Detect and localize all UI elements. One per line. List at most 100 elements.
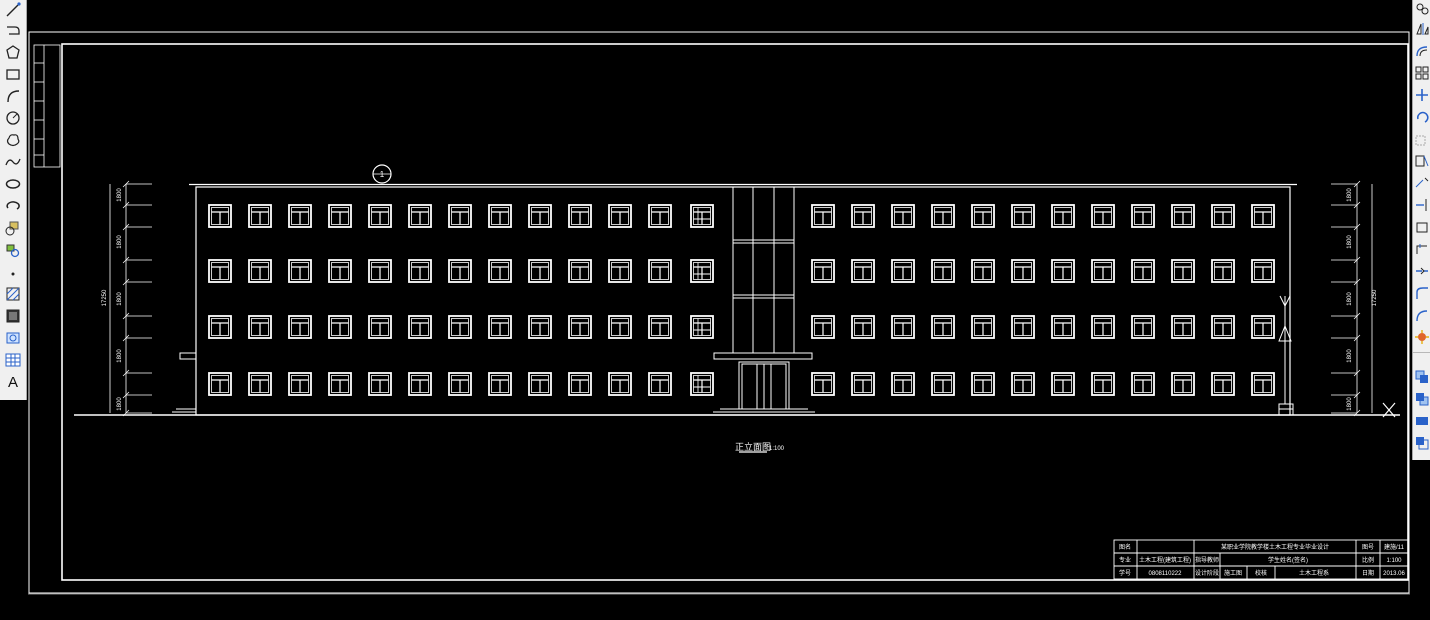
fillet-icon[interactable] <box>1414 284 1430 302</box>
revision-cloud-icon[interactable] <box>3 130 23 150</box>
line-icon[interactable] <box>3 0 23 20</box>
tb-r3-c7: 日期 <box>1362 569 1374 577</box>
window <box>690 372 714 396</box>
title-block: 图名 某职业学院教学楼土木工程专业毕业设计 图号 建施/11 专业 土木工程(建… <box>1113 539 1409 580</box>
toolbar-separator <box>1413 352 1430 353</box>
tb-date: 2013.06 <box>1383 571 1405 577</box>
draw-order-back-icon[interactable] <box>1414 390 1430 408</box>
window <box>690 259 714 283</box>
window <box>368 204 392 228</box>
tb-r3-c5: 校核 <box>1255 569 1267 577</box>
tb-r3-c1: 学号 <box>1119 569 1131 577</box>
window <box>328 372 352 396</box>
window <box>1091 259 1115 283</box>
window <box>811 315 835 339</box>
break-icon[interactable] <box>1414 218 1430 236</box>
circle-icon[interactable] <box>3 108 23 128</box>
table-icon[interactable] <box>3 350 23 370</box>
dimension-label: 1800 <box>1347 349 1353 363</box>
window <box>811 259 835 283</box>
explode-icon[interactable] <box>1414 328 1430 346</box>
window <box>1091 204 1115 228</box>
extend-icon[interactable] <box>1414 196 1430 214</box>
facade-outline <box>195 186 1291 416</box>
window <box>891 315 915 339</box>
mirror-icon[interactable] <box>1414 20 1430 38</box>
spline-icon[interactable] <box>3 152 23 172</box>
tb-r1-c3: 图号 <box>1362 544 1374 551</box>
window <box>1051 315 1075 339</box>
blend-icon[interactable] <box>1414 306 1430 324</box>
window <box>811 204 835 228</box>
chamfer-icon[interactable] <box>1414 262 1430 280</box>
stretch-icon[interactable] <box>1414 152 1430 170</box>
tb-r2-c4: 学生姓名(签名) <box>1268 556 1308 564</box>
erase-icon[interactable] <box>1414 0 1430 18</box>
window <box>488 259 512 283</box>
polygon-icon[interactable] <box>3 42 23 62</box>
window <box>851 372 875 396</box>
window <box>1251 204 1275 228</box>
rotate-icon[interactable] <box>1414 108 1430 126</box>
window <box>1051 372 1075 396</box>
window <box>971 315 995 339</box>
insert-block-icon[interactable] <box>3 218 23 238</box>
window <box>648 204 672 228</box>
entrance-canopy <box>713 352 813 360</box>
ellipse-arc-icon[interactable] <box>3 196 23 216</box>
window <box>851 204 875 228</box>
join-icon[interactable] <box>1414 240 1430 258</box>
window <box>1051 259 1075 283</box>
window <box>448 372 472 396</box>
window <box>528 259 552 283</box>
window <box>971 204 995 228</box>
ellipse-icon[interactable] <box>3 174 23 194</box>
dimension-label: 1800 <box>117 188 123 202</box>
move-icon[interactable] <box>1414 86 1430 104</box>
tb-r2-c5: 比例 <box>1362 556 1374 564</box>
window <box>1251 315 1275 339</box>
polyline-icon[interactable] <box>3 20 23 40</box>
region-icon[interactable] <box>3 328 23 348</box>
draw-order-front-icon[interactable] <box>1414 368 1430 386</box>
window <box>811 372 835 396</box>
window <box>288 315 312 339</box>
window <box>608 372 632 396</box>
window <box>408 204 432 228</box>
total-height-label: 17250 <box>1372 289 1378 306</box>
multiline-text-icon[interactable]: A <box>7 373 18 391</box>
dimension-label: 1800 <box>1347 188 1353 202</box>
arc-icon[interactable] <box>3 86 23 106</box>
window <box>368 315 392 339</box>
make-block-icon[interactable] <box>3 240 23 260</box>
scale-icon[interactable] <box>1414 130 1430 148</box>
tb-r3-c6: 土木工程系 <box>1299 569 1329 577</box>
dimension-label: 1800 <box>117 397 123 411</box>
window <box>1171 372 1195 396</box>
gradient-icon[interactable] <box>3 306 23 326</box>
window <box>1051 204 1075 228</box>
window <box>1131 315 1155 339</box>
hatch-icon[interactable] <box>3 284 23 304</box>
rectangle-icon[interactable] <box>3 64 23 84</box>
window <box>690 315 714 339</box>
window <box>608 204 632 228</box>
window <box>568 315 592 339</box>
window <box>528 372 552 396</box>
bring-above-icon[interactable] <box>1414 412 1430 430</box>
point-icon[interactable] <box>3 262 23 282</box>
array-icon[interactable] <box>1414 64 1430 82</box>
offset-icon[interactable] <box>1414 42 1430 60</box>
sheet-inner-border <box>61 43 1409 581</box>
send-under-icon[interactable] <box>1414 434 1430 452</box>
window <box>648 315 672 339</box>
trim-icon[interactable] <box>1414 174 1430 192</box>
tb-sheet-number: 建施/11 <box>1384 543 1405 551</box>
entrance-door[interactable] <box>738 361 790 410</box>
window <box>1011 204 1035 228</box>
window <box>891 259 915 283</box>
window <box>1211 372 1235 396</box>
tb-r3-c3: 设计阶段 <box>1195 569 1219 577</box>
total-height-label: 17250 <box>102 289 108 306</box>
